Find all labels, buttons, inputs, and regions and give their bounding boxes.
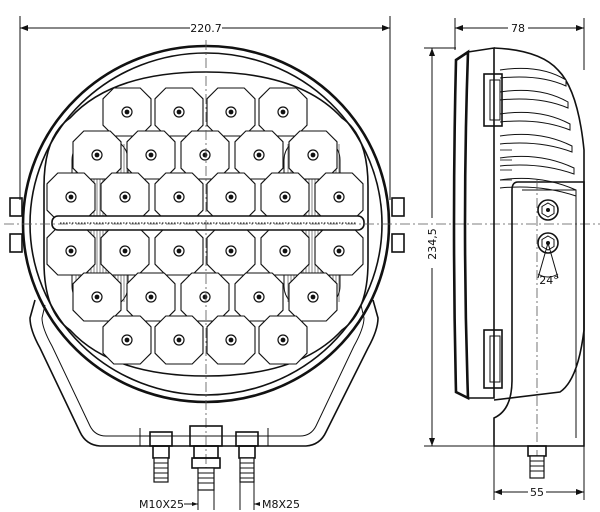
led-cell xyxy=(234,130,284,180)
side-housing xyxy=(493,47,585,401)
thread-dimension-left: M10X25 xyxy=(139,490,215,511)
base-width-label: 55 xyxy=(530,486,544,499)
led-cell xyxy=(100,226,150,276)
thread-dimension-right: M8X25 xyxy=(239,482,300,511)
height-dimension-label: 234,5 xyxy=(426,228,439,260)
led-cell xyxy=(206,226,256,276)
angle-label: 24° xyxy=(539,274,559,287)
depth-dimension: 78 xyxy=(454,18,585,70)
led-cell xyxy=(72,130,122,180)
upper-clip xyxy=(483,73,503,127)
drl-light-bar xyxy=(51,215,365,231)
led-cell xyxy=(72,272,122,322)
mount-bracket xyxy=(29,299,379,447)
left-tab-lower xyxy=(9,233,23,253)
led-cell xyxy=(288,130,338,180)
width-dimension-label: 220.7 xyxy=(190,22,222,35)
right-tab-upper xyxy=(391,197,405,217)
led-cell xyxy=(154,315,204,365)
led-cell xyxy=(314,172,364,222)
led-cell xyxy=(46,172,96,222)
led-cell xyxy=(258,87,308,137)
thread-label-m10: M10X25 xyxy=(139,498,184,511)
width-dimension: 220.7 xyxy=(19,16,391,200)
adjustment-bolts xyxy=(537,199,559,254)
left-tab-upper xyxy=(9,197,23,217)
led-cell xyxy=(234,272,284,322)
led-cell xyxy=(126,130,176,180)
depth-dimension-label: 78 xyxy=(511,22,525,35)
led-cell xyxy=(260,226,310,276)
front-view: 220.7 xyxy=(4,16,600,511)
lower-clip xyxy=(483,329,503,389)
led-cell xyxy=(258,315,308,365)
led-cell xyxy=(206,172,256,222)
side-bracket-plate xyxy=(493,181,585,447)
led-cell xyxy=(180,272,230,322)
led-cell xyxy=(180,130,230,180)
led-cell xyxy=(314,226,364,276)
side-connector xyxy=(527,445,547,479)
led-cell xyxy=(154,226,204,276)
base-width-dimension: 55 xyxy=(493,446,585,500)
side-view: 78 234,5 xyxy=(424,18,585,500)
led-cell xyxy=(154,87,204,137)
led-cell xyxy=(206,87,256,137)
led-cell xyxy=(100,172,150,222)
led-cell xyxy=(288,272,338,322)
led-array xyxy=(46,87,364,365)
led-cell xyxy=(102,87,152,137)
cooling-fins xyxy=(499,67,577,197)
led-cell xyxy=(46,226,96,276)
led-cell xyxy=(260,172,310,222)
led-cell xyxy=(154,172,204,222)
led-cell xyxy=(102,315,152,365)
led-cell xyxy=(126,272,176,322)
height-dimension: 234,5 xyxy=(424,47,496,447)
thread-label-m8: M8X25 xyxy=(262,498,300,511)
angle-dimension: 24° xyxy=(537,242,559,287)
led-cell xyxy=(206,315,256,365)
side-lens-rim xyxy=(452,49,470,401)
bottom-connectors xyxy=(149,425,259,491)
right-tab-lower xyxy=(391,233,405,253)
